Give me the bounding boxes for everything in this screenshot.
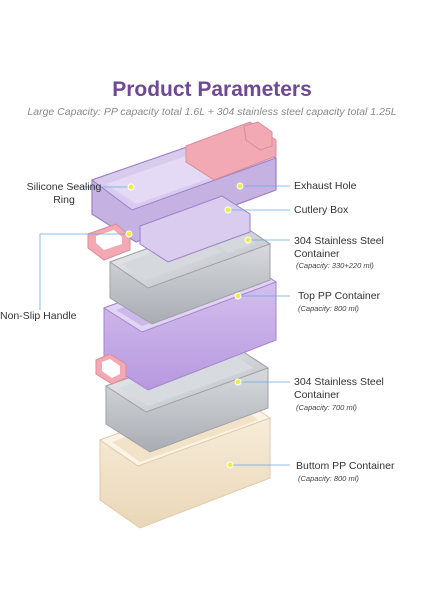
label-top-steel-container: 304 Stainless Steel Container (294, 235, 384, 260)
side-handle-icon (95, 353, 127, 385)
capacity-bottom-steel: (Capacity: 700 ml) (296, 403, 357, 412)
leader-lines (39, 185, 290, 466)
label-cutlery-box: Cutlery Box (294, 204, 349, 216)
label-exhaust-hole: Exhaust Hole (294, 180, 357, 192)
bottom-steel-container (104, 341, 270, 453)
label-non-slip-handle: Non-Slip Handle (0, 310, 77, 322)
silicone-ring-icon (87, 121, 277, 261)
capacity-top-steel: (Capacity: 330+220 ml) (296, 261, 374, 270)
label-top-pp-container: Top PP Container (298, 290, 381, 302)
page-subtitle: Large Capacity: PP capacity total 1.6L +… (27, 106, 397, 118)
capacity-top-pp: (Capacity: 800 ml) (298, 304, 359, 313)
page-title: Product Parameters (112, 78, 312, 101)
label-silicone-sealing-ring: Silicone Sealing Ring (26, 181, 102, 206)
capacity-bottom-pp: (Capacity: 800 ml) (298, 474, 359, 483)
cutlery-box-panel (139, 195, 251, 263)
callout-dots (125, 182, 252, 469)
label-bottom-steel-container: 304 Stainless Steel Container (294, 376, 384, 401)
label-bottom-pp-container: Buttom PP Container (296, 460, 395, 472)
